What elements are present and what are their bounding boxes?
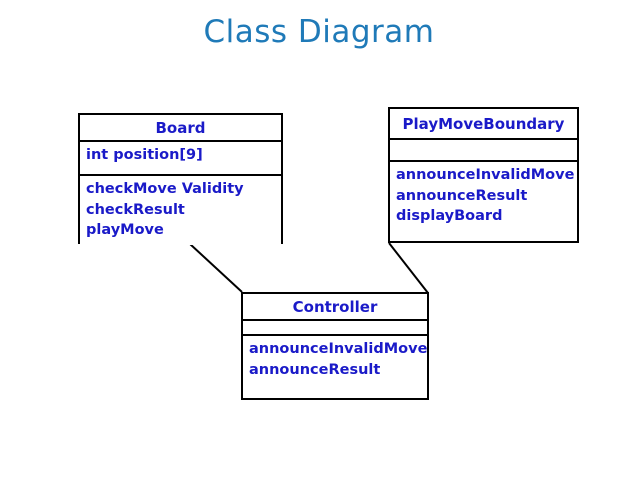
attributes-controller: [243, 321, 427, 336]
page-title: Class Diagram: [203, 14, 435, 50]
operations-board: checkMove Validity checkResult playMove: [80, 176, 281, 245]
operation-item: announceResult: [249, 361, 381, 378]
attribute-item: int position[9]: [86, 147, 203, 163]
operation-item: playMove: [86, 222, 164, 239]
operation-item: checkMove Validity: [86, 181, 244, 197]
class-name-playmoveboundary: PlayMoveBoundary: [390, 109, 577, 140]
class-name-board: Board: [80, 115, 281, 142]
operations-playmoveboundary: announceInvalidMove announceResult displ…: [390, 162, 577, 231]
attributes-board: int position[9]: [80, 142, 281, 176]
association-line-playmoveboundary-controller: [388, 242, 429, 294]
operation-item: announceResult: [396, 187, 528, 204]
operation-item: checkResult: [86, 201, 185, 218]
class-box-board[interactable]: Board int position[9] checkMove Validity…: [78, 113, 283, 245]
association-line-board-controller: [189, 243, 243, 293]
class-box-controller[interactable]: Controller announceInvalidMove announceR…: [241, 292, 429, 400]
operation-item: announceInvalidMove: [396, 167, 575, 183]
operations-controller: announceInvalidMove announceResult: [243, 336, 428, 385]
attributes-playmoveboundary: [390, 140, 577, 162]
class-name-controller: Controller: [243, 294, 427, 321]
class-box-playmoveboundary[interactable]: PlayMoveBoundary announceInvalidMove ann…: [388, 107, 579, 243]
operation-item: displayBoard: [396, 208, 503, 225]
operation-item: announceInvalidMove: [249, 341, 428, 357]
